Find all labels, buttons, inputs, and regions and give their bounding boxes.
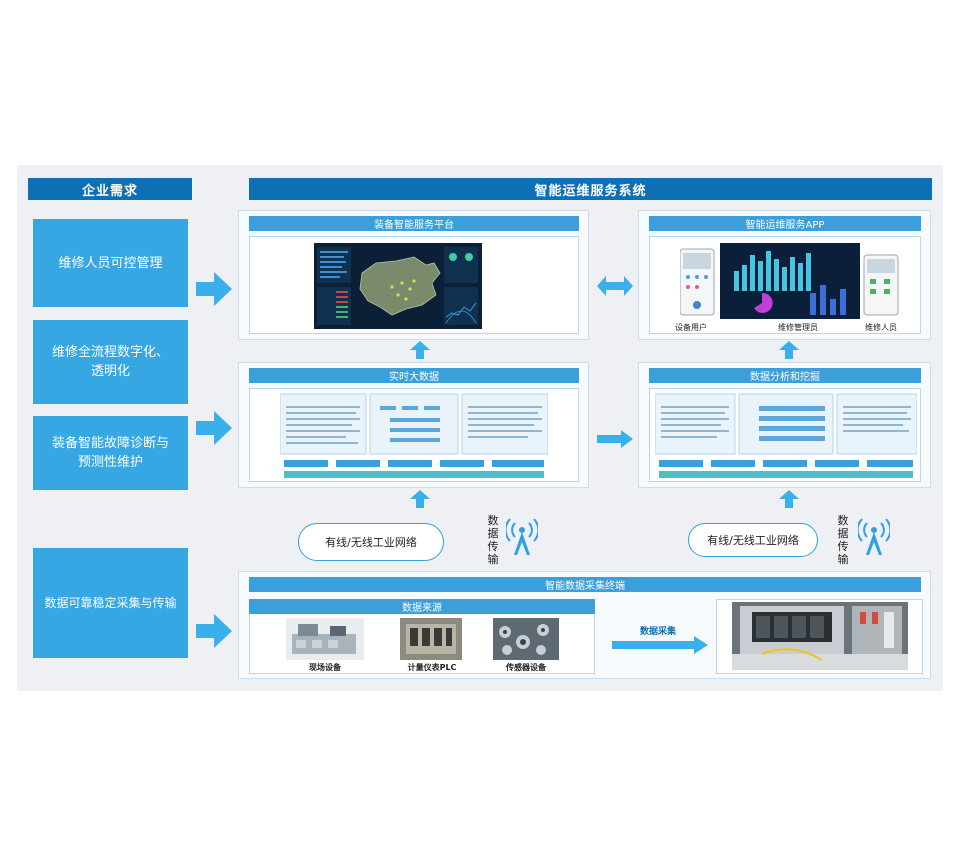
right-arrow-icon	[612, 636, 708, 654]
realtime-title: 实时大数据	[249, 368, 579, 383]
transmit-char: 输	[487, 553, 499, 566]
need-2-line-2: 透明化	[90, 364, 130, 379]
need-3-line-2: 预测性维护	[77, 455, 143, 470]
terminal-cabinet-photo	[732, 602, 908, 670]
need-card-3: 装备智能故障诊断与 预测性维护	[33, 416, 188, 490]
analysis-overview-graphic	[655, 393, 917, 478]
analysis-title: 数据分析和挖掘	[649, 368, 921, 383]
app-caption-user: 设备用户	[675, 323, 707, 332]
app-title: 智能运维服务APP	[649, 216, 921, 231]
transmit-char: 传	[487, 540, 499, 553]
double-arrow-icon	[597, 276, 633, 296]
field-equipment-photo	[286, 618, 364, 660]
up-arrow-icon	[410, 490, 430, 508]
antenna-icon	[858, 518, 890, 555]
antenna-icon	[506, 518, 538, 555]
dashboard-screenshot	[314, 243, 482, 329]
transmit-char: 据	[837, 527, 849, 540]
app-caption-manager: 维修管理员	[778, 323, 818, 332]
need-card-2: 维修全流程数字化、 透明化	[33, 320, 188, 404]
data-source-title: 数据来源	[249, 599, 595, 614]
source-caption-plc: 计量仪表PLC	[407, 663, 457, 672]
need-card-4: 数据可靠稳定采集与传输	[33, 548, 188, 658]
transmit-char: 传	[837, 540, 849, 553]
up-arrow-icon	[410, 341, 430, 359]
source-caption-field: 现场设备	[309, 663, 341, 672]
need-card-1: 维修人员可控管理	[33, 219, 188, 307]
system-header: 智能运维服务系统	[249, 178, 932, 200]
transmit-label-right: 数 据 传 输	[836, 514, 850, 566]
sensor-device-photo	[493, 618, 559, 660]
network-cloud-left: 有线/无线工业网络	[298, 523, 444, 561]
plc-meter-photo	[400, 618, 462, 660]
enterprise-needs-header: 企业需求	[28, 178, 192, 200]
transmit-char: 据	[487, 527, 499, 540]
need-2-line-1: 维修全流程数字化、	[51, 345, 169, 360]
realtime-overview-graphic	[280, 393, 548, 478]
source-caption-sensor: 传感器设备	[506, 663, 546, 672]
data-collect-label: 数据采集	[639, 627, 676, 637]
right-arrow-icon	[196, 411, 232, 445]
up-arrow-icon	[779, 341, 799, 359]
right-arrow-icon	[597, 430, 633, 448]
up-arrow-icon	[779, 490, 799, 508]
transmit-char: 数	[837, 514, 849, 527]
need-4-line-1: 数据可靠稳定采集与传输	[44, 595, 177, 610]
need-1-line-1: 维修人员可控管理	[58, 255, 163, 271]
need-3-line-1: 装备智能故障诊断与	[51, 436, 169, 451]
terminal-title: 智能数据采集终端	[249, 577, 921, 592]
right-arrow-icon	[196, 272, 232, 306]
transmit-label-left: 数 据 传 输	[486, 514, 500, 566]
network-cloud-right: 有线/无线工业网络	[688, 523, 818, 557]
app-caption-staff: 维修人员	[865, 323, 897, 332]
transmit-char: 输	[837, 553, 849, 566]
right-arrow-icon	[196, 614, 232, 648]
transmit-char: 数	[487, 514, 499, 527]
app-screenshots	[680, 243, 899, 319]
platform-title: 装备智能服务平台	[249, 216, 579, 231]
